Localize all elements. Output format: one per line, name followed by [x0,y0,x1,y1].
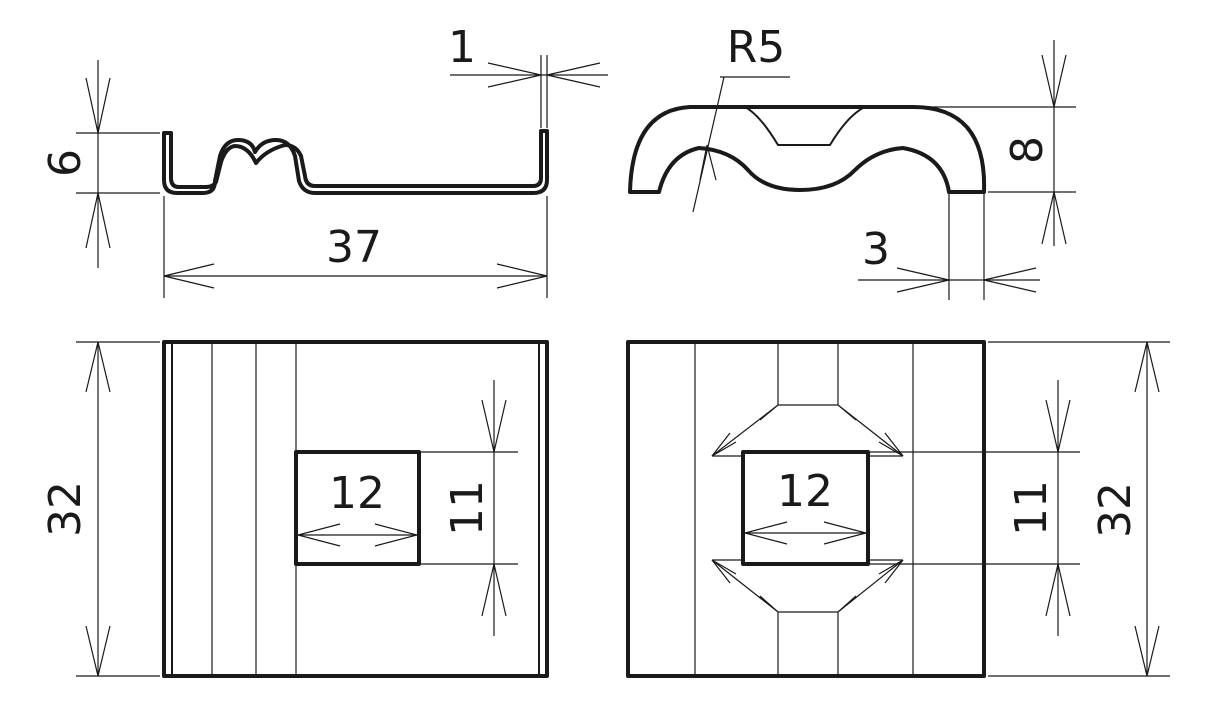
right-dim-32-label: 32 [1090,482,1141,538]
dim-r5-label: R5 [727,22,786,73]
dim-37-label: 37 [326,222,382,273]
dim-1-arrow-right [546,62,601,88]
dim-3-arrow-right [983,267,1037,293]
dim-37-arrow-left [163,263,215,289]
left-dim-11-label: 11 [442,480,493,536]
right-plan-outline [626,340,986,678]
dim-6-arrow-top [85,77,111,134]
left-dim-12-arrow-right [374,523,420,547]
dim-r5-leader [692,76,725,213]
right-dim-12-label: 12 [777,466,833,517]
left-dim-32-arrow-bottom [85,625,111,677]
left-dim-32-label: 32 [40,481,91,537]
end-profile-outline [628,104,987,194]
left-plan-outline [162,340,549,678]
left-dim-11-arrow-top [481,399,507,453]
dim-6-arrow-bottom [85,192,111,249]
left-dim-11-arrow-bottom [481,563,507,617]
right-plan-rib-bottom [711,559,904,676]
dim-37-arrow-right [496,263,548,289]
dim-1-label: 1 [448,22,476,73]
right-dim-11-arrow-bottom [1045,563,1071,617]
right-plan-view: 12 11 32 [626,340,1170,678]
dim-r5-arrow [699,144,717,181]
dim-3-label: 3 [862,224,890,275]
left-plan-view: 12 11 32 [40,340,549,678]
right-dim-12-arrow-left [742,521,788,545]
end-profile-view: R5 8 3 [628,22,1076,300]
right-plan-window [741,450,870,566]
right-plan-rib-top [711,342,904,457]
right-dim-32-arrow-bottom [1134,625,1160,677]
right-dim-11-label: 11 [1006,480,1057,536]
right-dim-32-arrow-top [1134,341,1160,393]
end-profile-inner-groove [744,106,866,146]
dim-3-arrow-left [896,267,950,293]
right-dim-11-arrow-top [1045,399,1071,453]
dim-6-label: 6 [40,149,91,177]
left-plan-window [294,450,421,566]
left-dim-12-arrow-left [295,523,341,547]
left-dim-32-arrow-top [85,341,111,393]
dim-8-label: 8 [1002,136,1053,164]
dim-1-arrow-left [487,62,542,88]
side-profile-view: 6 37 1 [40,22,608,298]
left-dim-12-label: 12 [329,468,385,519]
dim-8-arrow-top [1041,54,1067,108]
right-dim-12-arrow-right [823,521,869,545]
dim-8-arrow-bottom [1041,191,1067,245]
side-profile-outline [162,129,549,195]
